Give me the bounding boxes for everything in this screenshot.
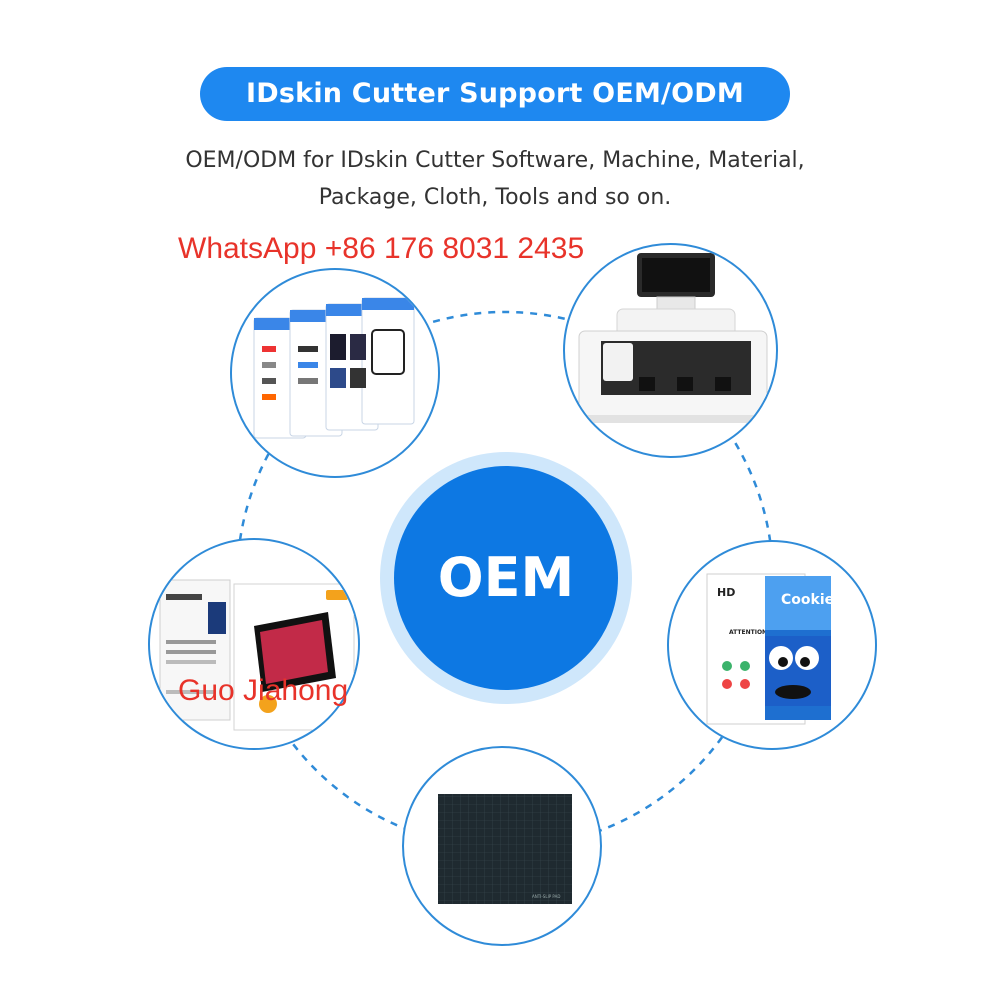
material-attention-text: ATTENTION [729,629,767,636]
watermark-phone: WhatsApp +86 176 8031 2435 [178,232,585,265]
material-node: HD ATTENTION Cookie [667,540,877,750]
machine-node [563,243,778,458]
tools-node: ANTI-SLIP PAD [402,746,602,946]
subtitle-line-1: OEM/ODM for IDskin Cutter Software, Mach… [185,148,805,173]
subtitle: OEM/ODM for IDskin Cutter Software, Mach… [100,142,890,216]
app-screens-icon [253,297,415,439]
watermark-name: Guo Jiahong [178,674,349,707]
package-box-icon [159,579,355,731]
material-hd-text: HD [717,586,735,599]
title-banner: IDskin Cutter Support OEM/ODM [200,67,790,121]
software-node [230,268,440,478]
cutter-machine-icon [578,253,768,423]
mat-label-text: ANTI-SLIP PAD [532,894,560,899]
material-brand-text: Cookie [781,592,834,608]
subtitle-line-2: Package, Cloth, Tools and so on. [318,185,672,210]
oem-center-circle: OEM [394,466,618,690]
film-material-icon: HD ATTENTION Cookie [706,573,834,725]
package-node [148,538,360,750]
cutting-mat-icon: ANTI-SLIP PAD [438,794,572,904]
